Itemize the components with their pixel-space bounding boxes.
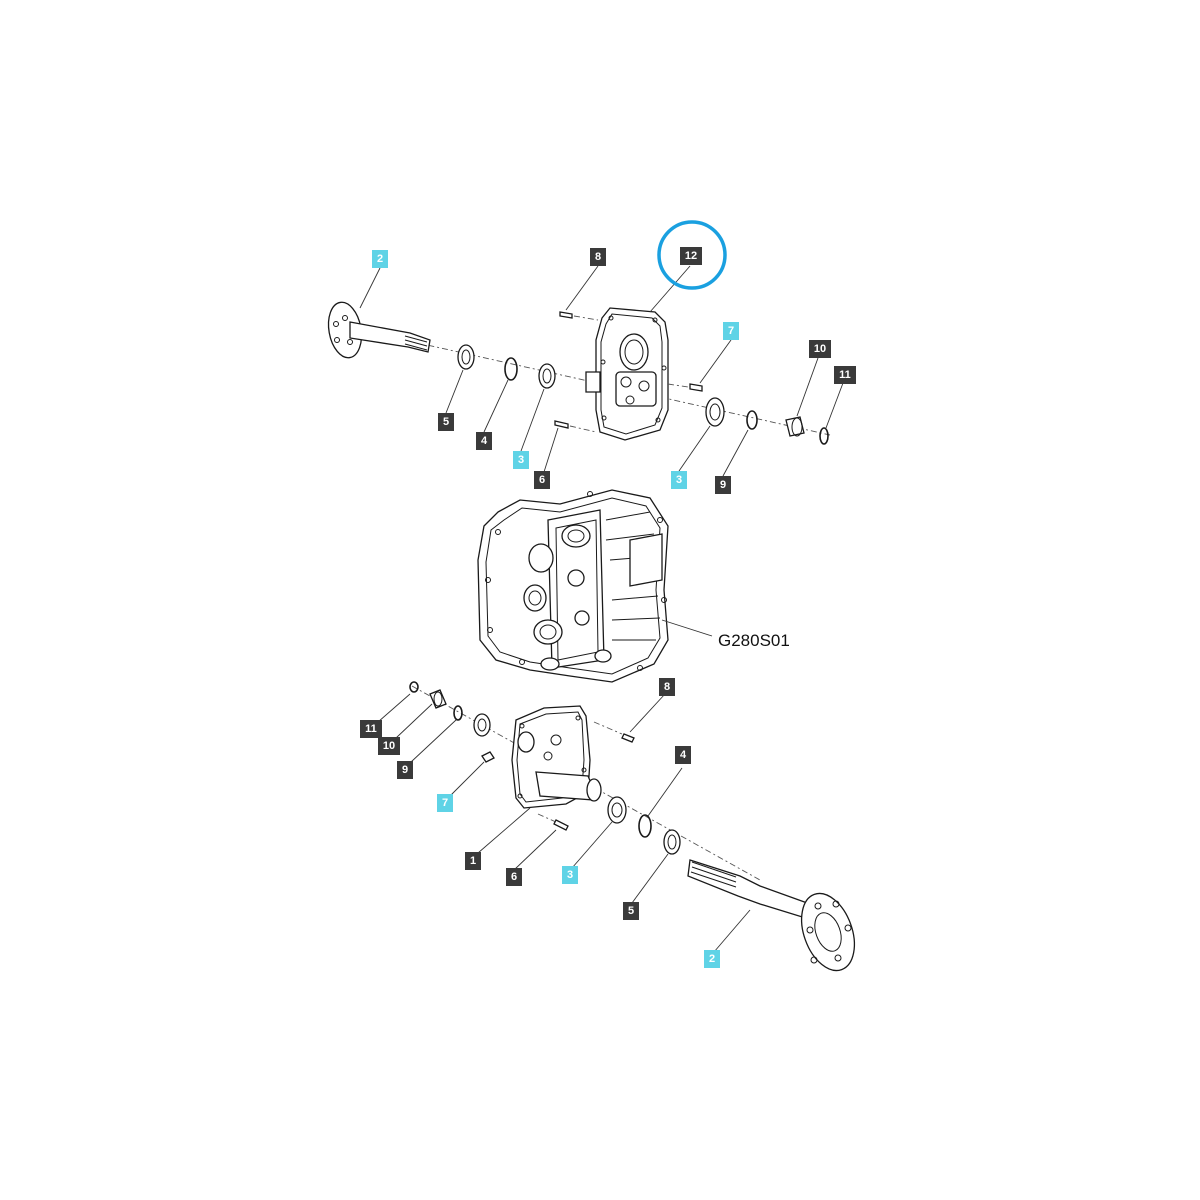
snap-ring-9-top xyxy=(746,410,758,430)
bottom-assembly xyxy=(377,681,856,972)
cover-housing-1 xyxy=(511,705,602,809)
callout-top-12: 12 xyxy=(680,247,702,265)
callout-bot-9: 9 xyxy=(397,761,413,779)
svg-text:4: 4 xyxy=(680,749,687,761)
svg-text:6: 6 xyxy=(511,871,517,883)
snap-ring-9-bottom xyxy=(453,705,463,721)
bearing-top-right xyxy=(705,397,725,427)
callout-top-3b: 3 xyxy=(671,471,687,489)
bolt-6-top xyxy=(554,420,597,433)
callout-bot-3: 3 xyxy=(562,866,578,884)
svg-text:9: 9 xyxy=(720,479,726,491)
highlight-circle xyxy=(657,220,727,290)
callout-top-9: 9 xyxy=(715,476,731,494)
callout-bot-7: 7 xyxy=(437,794,453,812)
svg-text:6: 6 xyxy=(539,474,545,486)
diagram-code: G280S01 xyxy=(718,631,790,650)
axle-shaft-top xyxy=(327,301,431,359)
svg-text:8: 8 xyxy=(595,251,601,263)
bearing-top-left xyxy=(538,363,556,389)
callout-top-3a: 3 xyxy=(513,451,529,469)
callout-top-4: 4 xyxy=(476,432,492,450)
top-assembly xyxy=(327,265,844,477)
bearing-bottom-left xyxy=(473,713,491,737)
callout-bot-11: 11 xyxy=(360,720,382,738)
oil-seal-top xyxy=(457,344,475,370)
bearing-bottom-right xyxy=(607,796,627,824)
callout-tags: 2 5 4 3 6 8 12 7 3 9 10 11 11 10 9 7 8 4… xyxy=(360,247,856,968)
callout-top-5: 5 xyxy=(438,413,454,431)
bolt-8-bottom xyxy=(593,721,635,743)
svg-text:10: 10 xyxy=(814,343,826,355)
svg-text:4: 4 xyxy=(481,435,488,447)
callout-top-6: 6 xyxy=(534,471,550,489)
ring-11-top xyxy=(819,427,829,445)
svg-text:7: 7 xyxy=(442,797,448,809)
oil-seal-bottom xyxy=(663,829,681,855)
bolt-6-bottom xyxy=(537,813,569,831)
bolt-7-bottom xyxy=(481,751,495,763)
callout-bot-6: 6 xyxy=(506,868,522,886)
callout-top-11: 11 xyxy=(834,366,856,384)
svg-text:1: 1 xyxy=(470,855,476,867)
callout-top-8: 8 xyxy=(590,248,606,266)
svg-text:2: 2 xyxy=(709,953,715,965)
svg-text:3: 3 xyxy=(567,869,573,881)
bolt-7-top xyxy=(667,383,703,392)
svg-text:5: 5 xyxy=(628,905,634,917)
svg-text:11: 11 xyxy=(839,369,851,381)
svg-text:5: 5 xyxy=(443,416,449,428)
cover-housing-12 xyxy=(585,307,669,441)
svg-text:3: 3 xyxy=(676,474,682,486)
callout-bot-2: 2 xyxy=(704,950,720,968)
callout-top-2: 2 xyxy=(372,250,388,268)
callout-bot-5: 5 xyxy=(623,902,639,920)
svg-text:11: 11 xyxy=(365,723,377,735)
bushing-10-top xyxy=(785,416,805,437)
svg-text:8: 8 xyxy=(664,681,670,693)
callout-bot-1: 1 xyxy=(465,852,481,870)
bolt-8-top xyxy=(559,311,599,321)
transmission-housing xyxy=(477,489,713,683)
callout-top-7: 7 xyxy=(723,322,739,340)
svg-text:7: 7 xyxy=(728,325,734,337)
snap-ring-top xyxy=(504,357,518,381)
callout-bot-8: 8 xyxy=(659,678,675,696)
svg-text:3: 3 xyxy=(518,454,524,466)
bushing-10-bottom xyxy=(429,689,447,709)
callout-bot-4: 4 xyxy=(675,746,691,764)
ring-11-bottom xyxy=(409,681,419,693)
callout-bot-10: 10 xyxy=(378,737,400,755)
snap-ring-bottom xyxy=(638,814,652,838)
callout-top-10: 10 xyxy=(809,340,831,358)
svg-text:10: 10 xyxy=(383,740,395,752)
svg-text:12: 12 xyxy=(685,250,697,262)
svg-text:9: 9 xyxy=(402,764,408,776)
axle-shaft-bottom xyxy=(687,859,856,972)
svg-text:2: 2 xyxy=(377,253,383,265)
